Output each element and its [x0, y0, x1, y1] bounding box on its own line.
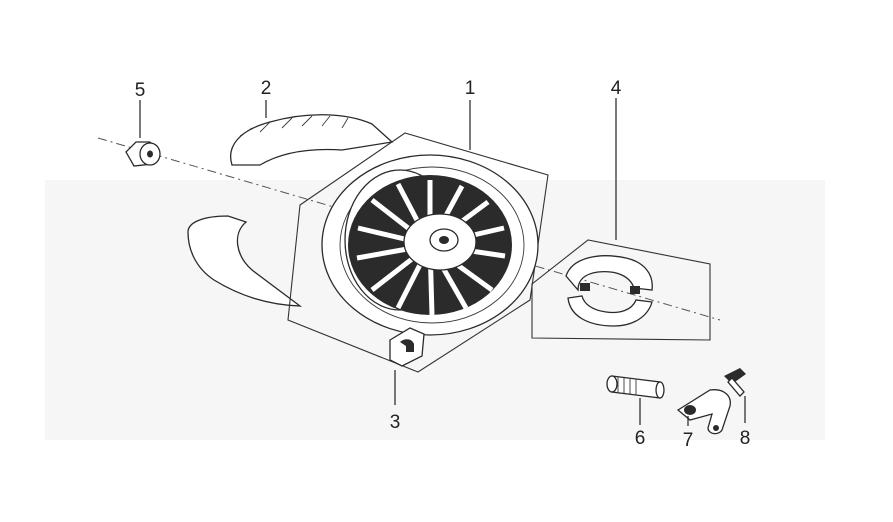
part-1-hub — [287, 132, 549, 373]
callout-7: 7 — [683, 430, 694, 451]
callout-4: 4 — [611, 78, 622, 99]
callout-5: 5 — [135, 80, 146, 101]
part-7-brake-arm — [676, 389, 731, 435]
callout-2: 2 — [261, 78, 272, 99]
callout-8: 8 — [740, 428, 751, 449]
callout-3: 3 — [390, 412, 401, 433]
part-5-nut — [125, 141, 161, 167]
part-3-bracket — [389, 327, 425, 367]
part-6-cam — [606, 375, 665, 399]
callout-6: 6 — [635, 428, 646, 449]
part-4-brake-shoes — [531, 239, 711, 341]
leader-lines — [139, 98, 746, 426]
callout-1: 1 — [465, 78, 476, 99]
part-2-cover — [187, 114, 394, 307]
part-8-bolt — [724, 368, 746, 397]
